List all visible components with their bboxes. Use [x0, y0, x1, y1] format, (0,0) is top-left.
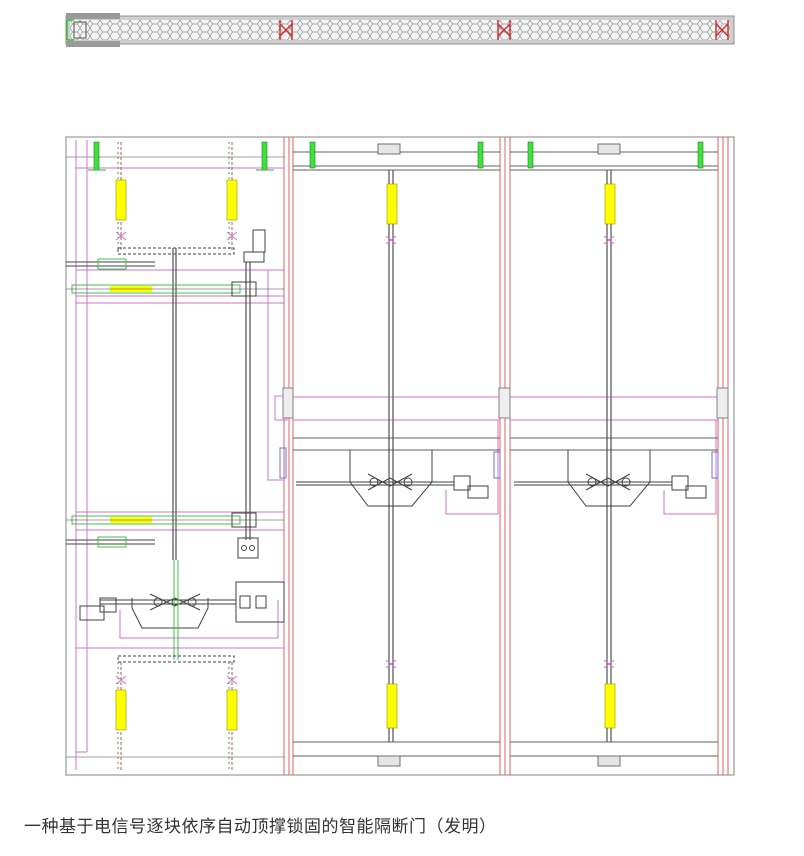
slide-bar-lower-short [66, 536, 155, 548]
motor-housing-right [235, 581, 285, 623]
actuator-upper-right [226, 142, 238, 250]
slide-bar-lower [66, 512, 284, 528]
elevation-view [65, 136, 735, 776]
slide-bar-upper [66, 281, 284, 297]
top-view-end-left [66, 19, 87, 41]
motor-icon [243, 229, 266, 263]
top-view-joint-3 [715, 20, 729, 40]
panel-1 [66, 140, 288, 770]
seam-block-2 [498, 387, 511, 419]
scissor-lock-p3 [567, 450, 651, 507]
slide-bar-upper-short [66, 258, 155, 270]
seam-block-1 [282, 387, 294, 419]
top-view-joint-2 [497, 20, 511, 40]
actuator-top-p3 [603, 183, 616, 245]
motor-p3 [671, 475, 707, 499]
top-bracket-left [88, 141, 106, 171]
panel-rail-2 [499, 137, 511, 775]
scissor-lock-p2 [349, 450, 433, 507]
panel-2 [279, 141, 501, 767]
motor-p2 [453, 475, 489, 499]
hexagon-mesh-panel-icon [70, 20, 730, 40]
actuator-bottom-p2 [385, 659, 398, 729]
gear-block [237, 537, 259, 559]
panel-rail-1 [283, 137, 294, 775]
scissor-lock-icon [131, 593, 209, 629]
actuator-lower-left [115, 662, 127, 770]
seam-block-3 [716, 387, 729, 419]
actuator-top-p2 [385, 183, 398, 245]
drawing-caption: 一种基于电信号逐块依序自动顶撑锁固的智能隔断门（发明） [24, 817, 497, 837]
panel-3 [510, 141, 719, 767]
actuator-lower-right [226, 662, 238, 770]
actuator-bottom-p3 [603, 659, 616, 729]
top-view-strip [65, 13, 735, 47]
top-view-joint-1 [279, 20, 293, 40]
actuator-upper-left [115, 142, 127, 250]
top-bracket-right [256, 141, 274, 171]
panel-rail-3 [717, 137, 729, 775]
